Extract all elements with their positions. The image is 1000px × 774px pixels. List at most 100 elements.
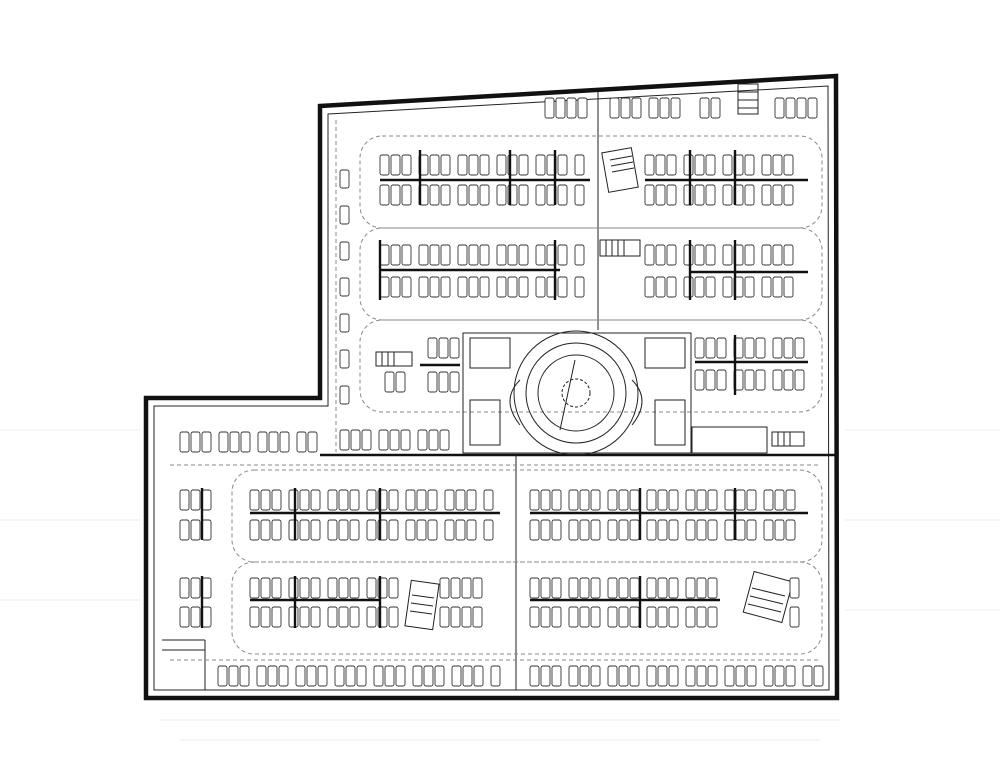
parking-stall bbox=[579, 489, 590, 511]
parking-stall bbox=[696, 577, 707, 599]
parking-stall bbox=[271, 577, 282, 599]
parking-stall bbox=[288, 577, 299, 599]
parking-stall bbox=[574, 276, 585, 298]
parking-stall bbox=[794, 337, 805, 359]
parking-stall bbox=[190, 606, 201, 628]
parking-stall bbox=[763, 519, 774, 541]
parking-stall bbox=[461, 606, 472, 628]
parking-stall bbox=[755, 369, 766, 391]
parking-stall bbox=[179, 519, 190, 541]
parking-stall bbox=[646, 519, 657, 541]
parking-stall bbox=[644, 244, 655, 266]
parking-stall bbox=[388, 519, 399, 541]
parking-stall bbox=[655, 276, 666, 298]
stair-core bbox=[375, 83, 805, 631]
parking-stall bbox=[646, 606, 657, 628]
parking-stall bbox=[735, 519, 746, 541]
parking-stall bbox=[338, 577, 349, 599]
parking-stall bbox=[683, 184, 694, 206]
parking-stall bbox=[763, 665, 774, 687]
parking-stall bbox=[384, 371, 395, 393]
parking-stall bbox=[607, 519, 618, 541]
parking-stall bbox=[416, 519, 427, 541]
parking-stall bbox=[735, 665, 746, 687]
parking-stall bbox=[278, 665, 289, 687]
parking-stall bbox=[496, 244, 507, 266]
parking-stall bbox=[557, 276, 568, 298]
parking-stall bbox=[772, 369, 783, 391]
parking-stall bbox=[218, 431, 229, 453]
parking-stall bbox=[228, 665, 239, 687]
parking-stall bbox=[618, 489, 629, 511]
parking-stall bbox=[457, 244, 468, 266]
parking-stall bbox=[339, 313, 350, 333]
parking-stall bbox=[683, 276, 694, 298]
parking-stall bbox=[468, 154, 479, 176]
parking-stall bbox=[744, 337, 755, 359]
parking-stall bbox=[666, 244, 677, 266]
parking-stall bbox=[774, 519, 785, 541]
parking-stall bbox=[299, 606, 310, 628]
parking-stall bbox=[785, 97, 796, 119]
parking-stall bbox=[366, 519, 377, 541]
parking-stall bbox=[256, 665, 267, 687]
parking-stall bbox=[529, 519, 540, 541]
parking-stall bbox=[744, 276, 755, 298]
parking-stall bbox=[772, 244, 783, 266]
parking-stall bbox=[339, 241, 350, 261]
parking-stall bbox=[685, 577, 696, 599]
parking-stall bbox=[457, 276, 468, 298]
parking-stall bbox=[557, 154, 568, 176]
parking-stall bbox=[384, 665, 395, 687]
parking-stall bbox=[472, 606, 483, 628]
parking-stall bbox=[716, 369, 727, 391]
parking-stall bbox=[694, 337, 705, 359]
parking-stall bbox=[813, 665, 824, 687]
parking-stall bbox=[412, 665, 423, 687]
inner-walls bbox=[153, 85, 836, 691]
parking-stall bbox=[694, 276, 705, 298]
parking-stall bbox=[644, 184, 655, 206]
central-circular-ramp-core bbox=[462, 330, 768, 456]
parking-stall bbox=[646, 489, 657, 511]
parking-stall bbox=[685, 489, 696, 511]
parking-stall bbox=[735, 489, 746, 511]
parking-stall bbox=[438, 371, 449, 393]
parking-stall bbox=[783, 244, 794, 266]
parking-stall bbox=[468, 276, 479, 298]
parking-stall bbox=[201, 489, 212, 511]
parking-stall bbox=[418, 244, 429, 266]
parking-stall bbox=[579, 665, 590, 687]
parking-stall bbox=[694, 244, 705, 266]
parking-stall bbox=[699, 97, 710, 119]
parking-stall bbox=[271, 606, 282, 628]
parking-stall bbox=[694, 184, 705, 206]
parking-stall bbox=[618, 577, 629, 599]
parking-stall bbox=[668, 606, 679, 628]
parking-stall bbox=[618, 606, 629, 628]
parking-stall bbox=[574, 244, 585, 266]
parking-stall bbox=[744, 154, 755, 176]
parking-stall bbox=[668, 665, 679, 687]
parking-stall bbox=[249, 606, 260, 628]
parking-stall bbox=[755, 337, 766, 359]
parking-stall bbox=[644, 276, 655, 298]
parking-stall bbox=[694, 154, 705, 176]
parking-stall bbox=[429, 244, 440, 266]
parking-stall bbox=[444, 519, 455, 541]
parking-stall bbox=[574, 184, 585, 206]
parking-stall bbox=[288, 489, 299, 511]
parking-stall bbox=[705, 369, 716, 391]
parking-stall bbox=[339, 349, 350, 369]
parking-stall bbox=[229, 431, 240, 453]
parking-stall bbox=[338, 519, 349, 541]
parking-stall bbox=[518, 276, 529, 298]
parking-stall bbox=[405, 489, 416, 511]
parking-stall bbox=[535, 276, 546, 298]
parking-stall bbox=[518, 244, 529, 266]
parking-stall bbox=[535, 244, 546, 266]
parking-stall bbox=[566, 97, 577, 119]
parking-stall bbox=[579, 606, 590, 628]
parking-stall bbox=[772, 184, 783, 206]
parking-stall bbox=[761, 184, 772, 206]
